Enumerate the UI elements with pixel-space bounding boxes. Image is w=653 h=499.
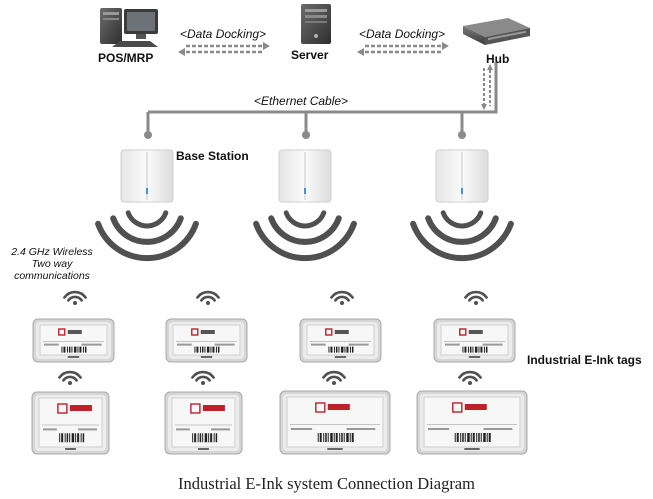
e-ink-tag — [416, 390, 528, 455]
e-ink-tags — [31, 318, 528, 455]
base-station-2 — [278, 149, 332, 203]
brand-logo-icon — [315, 402, 326, 413]
wireless-note-line1: 2.4 GHz Wireless — [11, 246, 93, 258]
server-label: Server — [291, 48, 329, 62]
e-ink-tag — [31, 391, 110, 455]
brand-logo-icon — [452, 402, 463, 413]
radio-wave-arc — [253, 220, 357, 262]
wireless-note-line3: communications — [14, 270, 90, 282]
radio-wave-arc — [95, 220, 199, 262]
tag-wifi-icons — [58, 290, 488, 385]
wifi-icon — [196, 290, 220, 305]
ethernet-cable — [146, 62, 498, 134]
pos-label: POS/MRP — [98, 51, 154, 65]
wireless-note: 2.4 GHz Wireless Two way communications — [4, 246, 100, 282]
hub-uplink-arrows — [483, 68, 491, 106]
wifi-icon — [322, 370, 346, 385]
e-ink-tag — [279, 390, 391, 455]
radio-wave-arc — [125, 210, 169, 229]
ethernet-cable-label: <Ethernet Cable> — [254, 94, 349, 108]
wifi-icon — [330, 290, 354, 305]
brand-logo-icon — [190, 403, 201, 414]
base-station-label: Base Station — [176, 149, 249, 163]
base-station-3 — [435, 149, 489, 203]
brand-logo-icon — [325, 328, 333, 336]
radio-wave-arc — [110, 215, 184, 245]
e-ink-tag — [299, 318, 382, 363]
wifi-icon — [58, 370, 82, 385]
pos-computer-icon — [100, 8, 158, 47]
wifi-icon — [191, 370, 215, 385]
wireless-note-line2: Two way — [31, 258, 73, 270]
e-ink-tag — [165, 318, 248, 363]
e-ink-tag — [32, 318, 115, 363]
brand-logo-icon — [191, 328, 199, 336]
radio-wave-arc — [425, 215, 499, 245]
server-icon — [301, 4, 331, 44]
e-ink-tag — [433, 318, 516, 363]
diagram-caption: Industrial E-Ink system Connection Diagr… — [178, 474, 475, 493]
e-ink-tag — [164, 391, 243, 455]
base-station-1 — [120, 149, 174, 203]
data-docking-label-right: <Data Docking> — [359, 27, 446, 41]
wifi-icon — [464, 290, 488, 305]
brand-logo-icon — [58, 328, 66, 336]
radio-waves — [95, 210, 514, 262]
wifi-icon — [458, 370, 482, 385]
data-docking-arrows-right — [365, 44, 441, 54]
radio-wave-arc — [268, 215, 342, 245]
hub-icon — [463, 18, 530, 45]
radio-wave-arc — [440, 210, 484, 229]
radio-wave-arc — [410, 220, 514, 262]
brand-logo-icon — [57, 403, 68, 414]
hub-label: Hub — [486, 52, 510, 66]
wifi-icon — [63, 290, 87, 305]
data-docking-arrows-left — [186, 44, 262, 54]
brand-logo-icon — [459, 328, 467, 336]
data-docking-label-left: <Data Docking> — [180, 27, 267, 41]
radio-wave-arc — [283, 210, 327, 229]
tags-label: Industrial E-Ink tags — [527, 353, 642, 367]
